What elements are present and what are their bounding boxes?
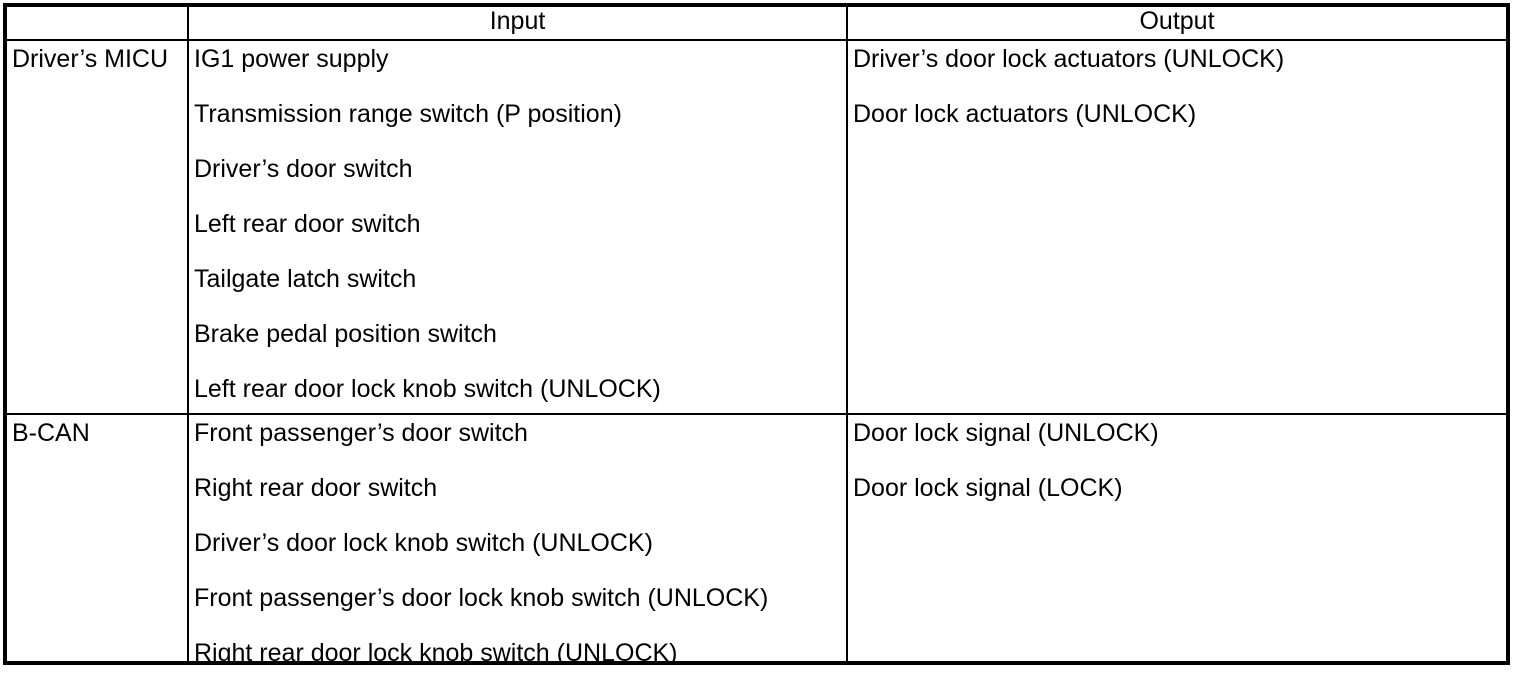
io-item: Tailgate latch switch (194, 265, 417, 293)
io-item: Right rear door lock knob switch (UNLOCK… (194, 639, 678, 662)
header-corner-cell (7, 7, 187, 39)
io-item: Right rear door switch (194, 474, 438, 502)
header-input: Input (189, 7, 846, 39)
io-item: Driver’s door switch (194, 155, 413, 183)
io-item: Door lock signal (LOCK) (853, 474, 1123, 502)
source-cell-drivers-micu: Driver’s MICU (7, 41, 187, 413)
io-item: Front passenger’s door lock knob switch … (194, 584, 769, 612)
io-signal-table: Input Output Driver’s MICU IG1 power sup… (3, 3, 1510, 665)
output-list-b-can: Door lock signal (UNLOCK) Door lock signa… (848, 415, 1506, 661)
io-item: IG1 power supply (194, 45, 389, 73)
header-output: Output (848, 7, 1506, 39)
io-item: Driver’s door lock knob switch (UNLOCK) (194, 529, 653, 557)
io-item: Brake pedal position switch (194, 320, 497, 348)
io-item: Transmission range switch (P position) (194, 100, 622, 128)
io-item: Door lock actuators (UNLOCK) (853, 100, 1197, 128)
source-cell-b-can: B-CAN (7, 415, 187, 661)
io-item: Left rear door lock knob switch (UNLOCK) (194, 375, 661, 403)
io-item: Left rear door switch (194, 210, 421, 238)
io-item: Door lock signal (UNLOCK) (853, 419, 1159, 447)
output-list-drivers-micu: Driver’s door lock actuators (UNLOCK) Doo… (848, 41, 1506, 413)
io-item: Driver’s door lock actuators (UNLOCK) (853, 45, 1285, 73)
io-item: Front passenger’s door switch (194, 419, 528, 447)
